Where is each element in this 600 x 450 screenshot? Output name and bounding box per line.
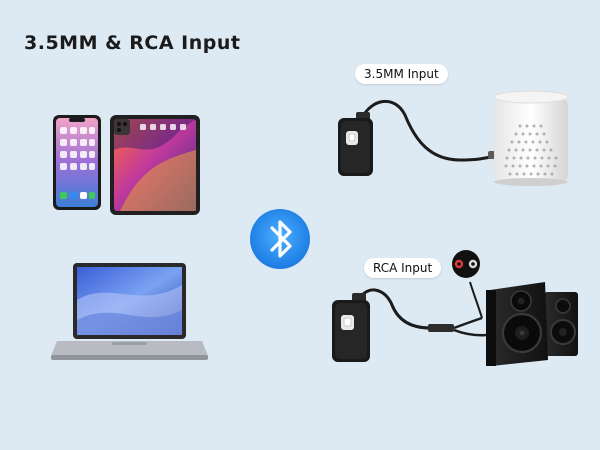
bookshelf-speakers-image xyxy=(486,282,578,366)
smartphone-image xyxy=(53,115,101,210)
bluetooth-icon xyxy=(250,209,310,269)
receiver-device-rca xyxy=(332,281,489,362)
laptop-image xyxy=(51,263,208,360)
aux-input-label: 3.5MM Input xyxy=(355,64,448,84)
speaker-grille xyxy=(504,124,558,176)
receiver-device-aux xyxy=(338,99,500,176)
tablet-image xyxy=(110,115,200,215)
page-title: 3.5MM & RCA Input xyxy=(24,32,241,54)
rca-input-label: RCA Input xyxy=(364,258,442,278)
rca-jack-icon xyxy=(452,250,480,278)
smart-speaker-image xyxy=(493,90,569,186)
